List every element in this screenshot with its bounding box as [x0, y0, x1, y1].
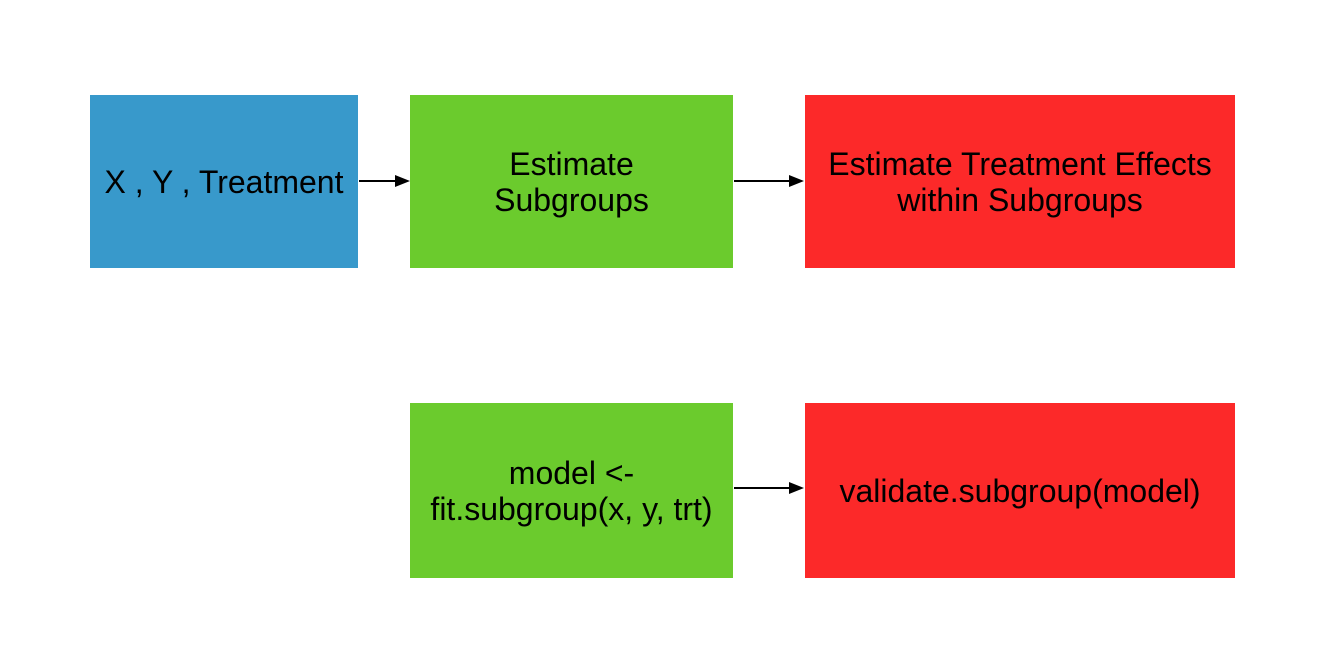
node-fit-subgroup-code: model <- fit.subgroup(x, y, trt): [410, 403, 733, 578]
node-label: validate.subgroup(model): [839, 472, 1201, 509]
arrow-estimate-subgroups-to-effects: [734, 175, 804, 187]
arrow-fit-to-validate: [734, 482, 804, 494]
node-estimate-treatment-effects: Estimate Treatment Effects within Subgro…: [805, 95, 1235, 268]
node-validate-subgroup-code: validate.subgroup(model): [805, 403, 1235, 578]
node-label: model <-: [508, 454, 635, 491]
arrow-data-to-estimate-subgroups: [359, 175, 410, 187]
node-label: Estimate: [509, 145, 634, 182]
node-label: Subgroups: [494, 181, 649, 218]
node-label: X , Y , Treatment: [104, 163, 344, 200]
node-input-data: X , Y , Treatment: [90, 95, 358, 268]
node-estimate-subgroups: Estimate Subgroups: [410, 95, 733, 268]
node-label: fit.subgroup(x, y, trt): [430, 490, 713, 527]
node-label: Estimate Treatment Effects: [828, 145, 1212, 182]
node-label: within Subgroups: [897, 181, 1143, 218]
